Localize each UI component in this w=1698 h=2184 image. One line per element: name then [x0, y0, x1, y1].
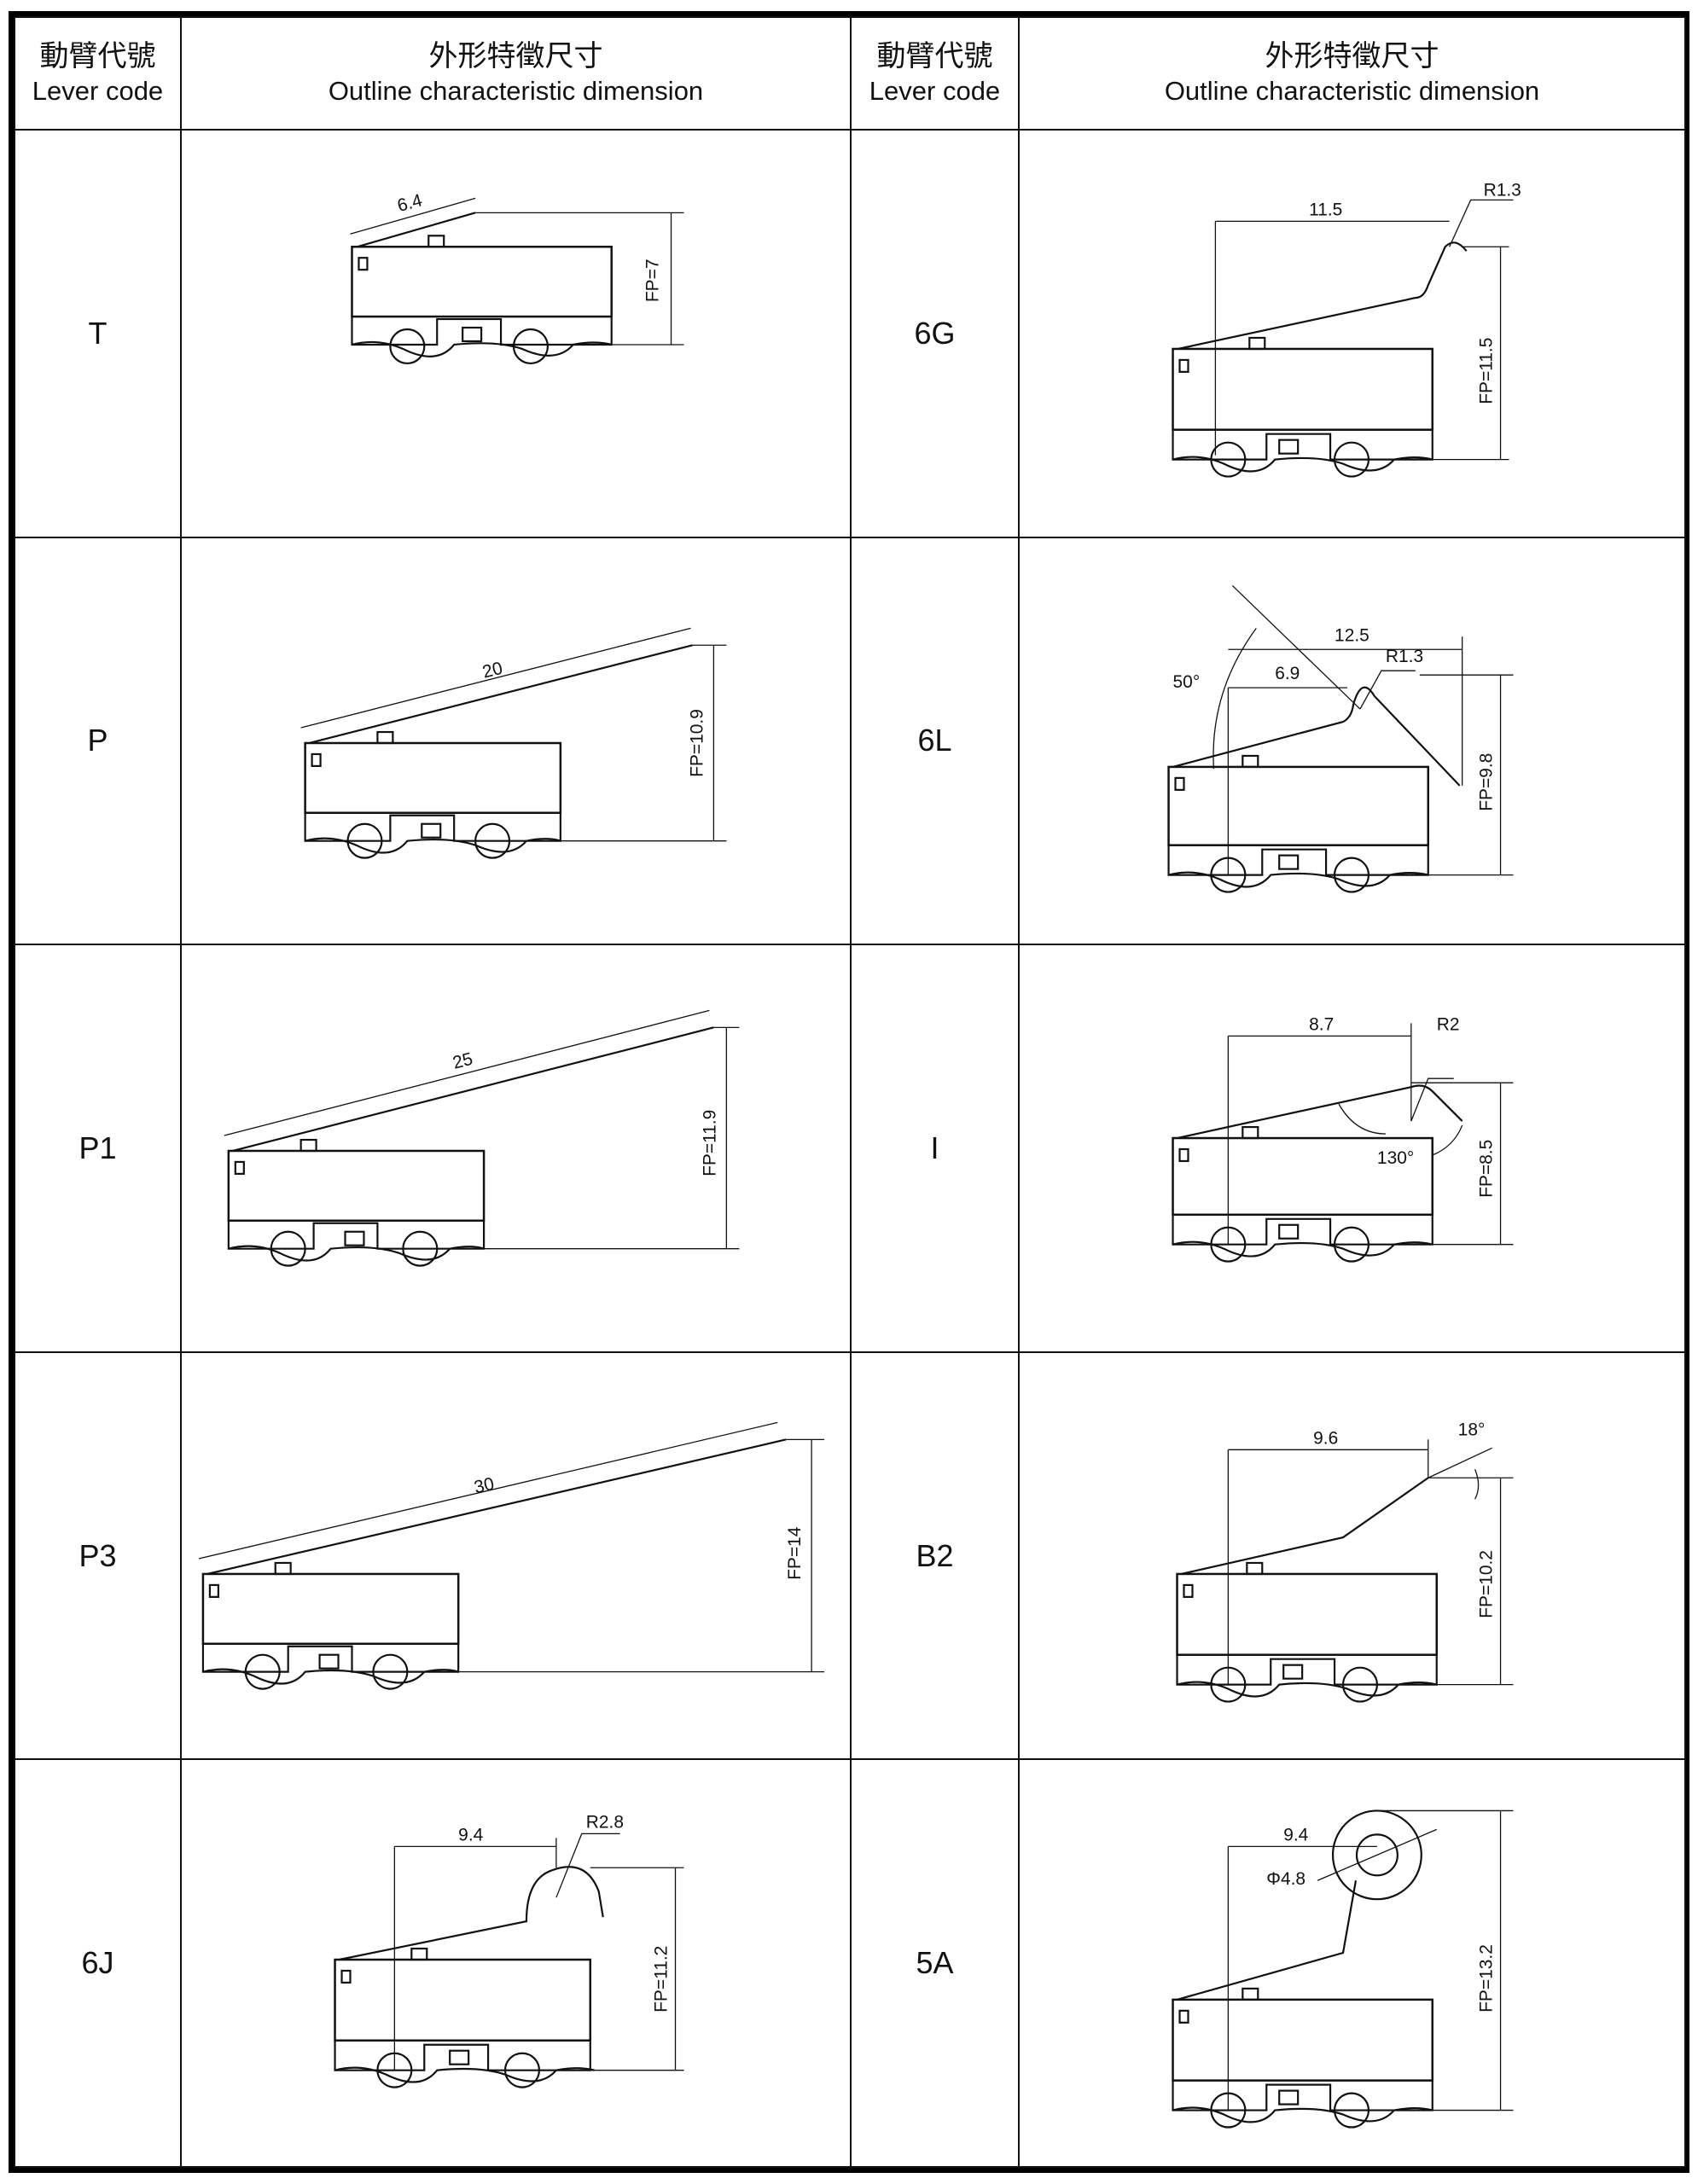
dimension-width: 6.4 [395, 190, 424, 216]
lever-code-cell: B2 [850, 1350, 1020, 1761]
lever-drawing-6g: 11.5 R1.3 FP=11.5 [1172, 180, 1521, 478]
outline-drawing-cell: 30 FP=14 [180, 1350, 852, 1761]
lever-arm [1177, 1084, 1463, 1140]
roller [1331, 1809, 1422, 1901]
dimension-fp: FP=9.8 [1477, 753, 1497, 811]
dimension-diameter: Φ4.8 [1266, 1869, 1305, 1889]
dimension-width: 9.4 [458, 1826, 483, 1845]
table-row: P 20 FP=10.9 6L [14, 536, 1686, 946]
outline-drawing-cell: 9.6 18° FP=10.2 [1018, 1350, 1686, 1761]
dimension-radius: R2 [1437, 1014, 1460, 1034]
dimension-angle: 50° [1173, 673, 1201, 693]
outline-drawing-cell: 9.4 R2.8 FP=11.2 [180, 1758, 852, 2168]
lever-arm [357, 212, 476, 248]
table-row: T 6.4 FP=7 6G [14, 129, 1686, 538]
lever-drawing-p: 20 FP=10.9 [300, 628, 727, 860]
dimension-width: 8.7 [1309, 1014, 1334, 1034]
table-row: P3 30 FP=14 B2 [14, 1350, 1686, 1761]
dimension-width: 11.5 [1309, 200, 1342, 219]
lever-code-cell: 6L [850, 536, 1020, 946]
dimension-angle: 18° [1458, 1420, 1486, 1439]
switch-body [1172, 1125, 1434, 1263]
lever-drawing-5a: 9.4 Φ4.8 FP=13.2 [1172, 1809, 1514, 2129]
lever-arm [206, 1438, 787, 1575]
dimension-width: 30 [472, 1473, 496, 1497]
dimension-fp: FP=14 [785, 1526, 805, 1580]
lever-arm [1177, 1880, 1358, 2001]
switch-body [201, 1561, 460, 1690]
lever-code-cell: P3 [14, 1350, 182, 1761]
dimension-width: 9.4 [1283, 1826, 1308, 1845]
lever-arm [309, 644, 693, 745]
dimension-fp: FP=10.2 [1477, 1550, 1497, 1618]
table-row: 6J 9.4 R2.8 FP=11.2 [14, 1758, 1686, 2168]
lever-drawing-t: 6.4 FP=7 [350, 190, 684, 364]
lever-code-cell: 6J [14, 1758, 182, 2168]
dimension-fp: FP=7 [643, 258, 663, 302]
lever-arm [339, 1866, 604, 1961]
dimension-width: 12.5 [1335, 626, 1369, 646]
lever-drawing-i: 8.7 R2 130° FP=8.5 [1172, 1014, 1514, 1263]
lever-drawing-b2: 9.6 18° FP=10.2 [1176, 1420, 1514, 1703]
outline-drawing-cell: 11.5 R1.3 FP=11.5 [1018, 129, 1686, 538]
outline-drawing-cell: 6.4 FP=7 [180, 129, 852, 538]
lever-arm [232, 1026, 714, 1153]
switch-body [334, 1948, 596, 2088]
dimension-width: 20 [480, 659, 504, 682]
dimension-fp: FP=11.5 [1477, 337, 1497, 404]
dimension-angle: 130° [1377, 1148, 1414, 1168]
dimension-fp: FP=13.2 [1477, 1944, 1497, 2013]
outline-drawing-cell: 8.7 R2 130° FP=8.5 [1018, 944, 1686, 1353]
dimension-width: 9.6 [1313, 1428, 1338, 1448]
dimension-fp: FP=10.9 [687, 710, 707, 778]
lever-arm [1172, 687, 1461, 787]
dimension-fp: FP=8.5 [1477, 1140, 1497, 1198]
table-row: P1 25 FP=11.9 I [14, 944, 1686, 1353]
dimension-radius: R1.3 [1386, 648, 1423, 667]
lever-drawing-p1: 25 FP=11.9 [224, 1009, 740, 1267]
switch-body [1167, 755, 1430, 894]
lever-code-cell: 5A [850, 1758, 1020, 2168]
outline-drawing-cell: 20 FP=10.9 [180, 536, 852, 946]
outline-drawing-cell: 25 FP=11.9 [180, 944, 852, 1353]
lever-drawing-6j: 9.4 R2.8 FP=11.2 [334, 1813, 684, 2088]
dimension-width-2: 6.9 [1275, 665, 1300, 684]
outline-drawing-cell: 9.4 Φ4.8 FP=13.2 [1018, 1758, 1686, 2168]
switch-body [1172, 336, 1434, 478]
outline-drawing-cell: 12.5 6.9 50° R1.3 FP=9.8 [1018, 536, 1686, 946]
dimension-fp: FP=11.2 [652, 1946, 672, 2013]
lever-arm [1178, 241, 1468, 350]
dimension-radius: R1.3 [1484, 180, 1521, 200]
switch-body [1172, 1988, 1434, 2129]
switch-body [1176, 1561, 1438, 1703]
lever-arm [1181, 1476, 1429, 1575]
lever-code-cell: T [14, 129, 182, 538]
lever-code-cell: P1 [14, 944, 182, 1353]
lever-code-cell: P [14, 536, 182, 946]
dimension-width: 25 [451, 1049, 474, 1073]
lever-code-cell: 6G [850, 129, 1020, 538]
dimension-fp: FP=11.9 [700, 1110, 719, 1176]
lever-code-cell: I [850, 944, 1020, 1353]
dimension-radius: R2.8 [586, 1813, 624, 1833]
lever-drawing-p3: 30 FP=14 [198, 1421, 825, 1690]
switch-body [227, 1138, 486, 1267]
switch-body [304, 731, 562, 860]
lever-drawing-6l: 12.5 6.9 50° R1.3 FP=9.8 [1167, 585, 1514, 894]
switch-body [351, 234, 613, 364]
